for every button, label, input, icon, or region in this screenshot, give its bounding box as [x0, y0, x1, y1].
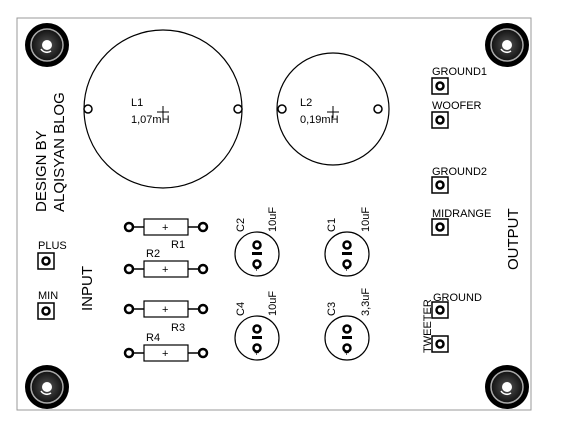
resistor-r1: + R1: [123, 218, 209, 251]
capacitor-c4-polarity: +: [254, 348, 259, 358]
capacitor-c2-value: 10uF: [267, 207, 279, 232]
pad-ground: [431, 301, 449, 319]
resistor-r1-symbol: +: [162, 222, 168, 234]
resistor-r4-ref: R4: [146, 332, 160, 344]
pad-ground2: [431, 176, 449, 194]
resistor-r3: + R3: [123, 300, 209, 334]
pad-woofer-label: WOOFER: [432, 100, 482, 112]
inductor-l1: L1 1,07mH: [83, 29, 243, 189]
title-line2: ALQISYAN BLOG: [51, 92, 68, 212]
capacitor-c3-value: 3,3uF: [360, 288, 372, 316]
resistor-r2: + R2: [123, 248, 209, 278]
pad-input-min-label: MIN: [38, 290, 58, 302]
pad-midrange: [431, 218, 449, 236]
pad-tweeter-label: TWEETER: [422, 299, 434, 353]
capacitor-c3-polarity: +: [344, 348, 349, 358]
pad-ground-label: GROUND: [433, 292, 482, 304]
inductor-l1-ref: L1: [131, 97, 143, 109]
pad-ground1: [431, 77, 449, 95]
pad-woofer: [431, 111, 449, 129]
capacitor-c2-polarity: +: [254, 264, 259, 274]
capacitor-c3-ref: C3: [326, 302, 338, 316]
pad-input-plus: [37, 252, 55, 270]
pad-input-plus-label: PLUS: [38, 240, 67, 252]
inductor-l1-value: 1,07mH: [131, 114, 170, 126]
pad-tweeter: [431, 335, 449, 353]
resistor-r4: + R4: [123, 332, 209, 362]
capacitor-c1: +: [324, 231, 370, 277]
resistor-r3-ref: R3: [171, 322, 185, 334]
capacitor-c4-ref: C4: [235, 302, 247, 316]
inductor-l2: L2 0,19mH: [276, 52, 390, 166]
mounting-hole-bottom-left: [25, 365, 69, 409]
section-input-label: INPUT: [79, 266, 96, 311]
pad-midrange-label: MIDRANGE: [432, 208, 491, 220]
title-line1: DESIGN BY: [33, 130, 50, 212]
capacitor-c3: +: [324, 315, 370, 361]
mounting-hole-bottom-right: [485, 365, 529, 409]
capacitor-c4: +: [234, 315, 280, 361]
capacitor-c4-value: 10uF: [267, 291, 279, 316]
inductor-l2-value: 0,19mH: [300, 114, 339, 126]
capacitor-c2: +: [234, 231, 280, 277]
mounting-hole-top-left: [25, 23, 69, 67]
capacitor-c1-value: 10uF: [360, 207, 372, 232]
resistor-r1-ref: R1: [171, 239, 185, 251]
resistor-r4-symbol: +: [162, 348, 168, 360]
resistor-r2-symbol: +: [162, 264, 168, 276]
resistor-r2-ref: R2: [146, 248, 160, 260]
pad-input-min: [37, 302, 55, 320]
capacitor-c2-ref: C2: [235, 218, 247, 232]
pad-ground2-label: GROUND2: [432, 166, 487, 178]
section-output-label: OUTPUT: [505, 208, 522, 270]
capacitor-c1-polarity: +: [344, 264, 349, 274]
inductor-l2-ref: L2: [300, 97, 312, 109]
mounting-hole-top-right: [485, 23, 529, 67]
pad-ground1-label: GROUND1: [432, 66, 487, 78]
resistor-r3-symbol: +: [162, 304, 168, 316]
capacitor-c1-ref: C1: [326, 218, 338, 232]
